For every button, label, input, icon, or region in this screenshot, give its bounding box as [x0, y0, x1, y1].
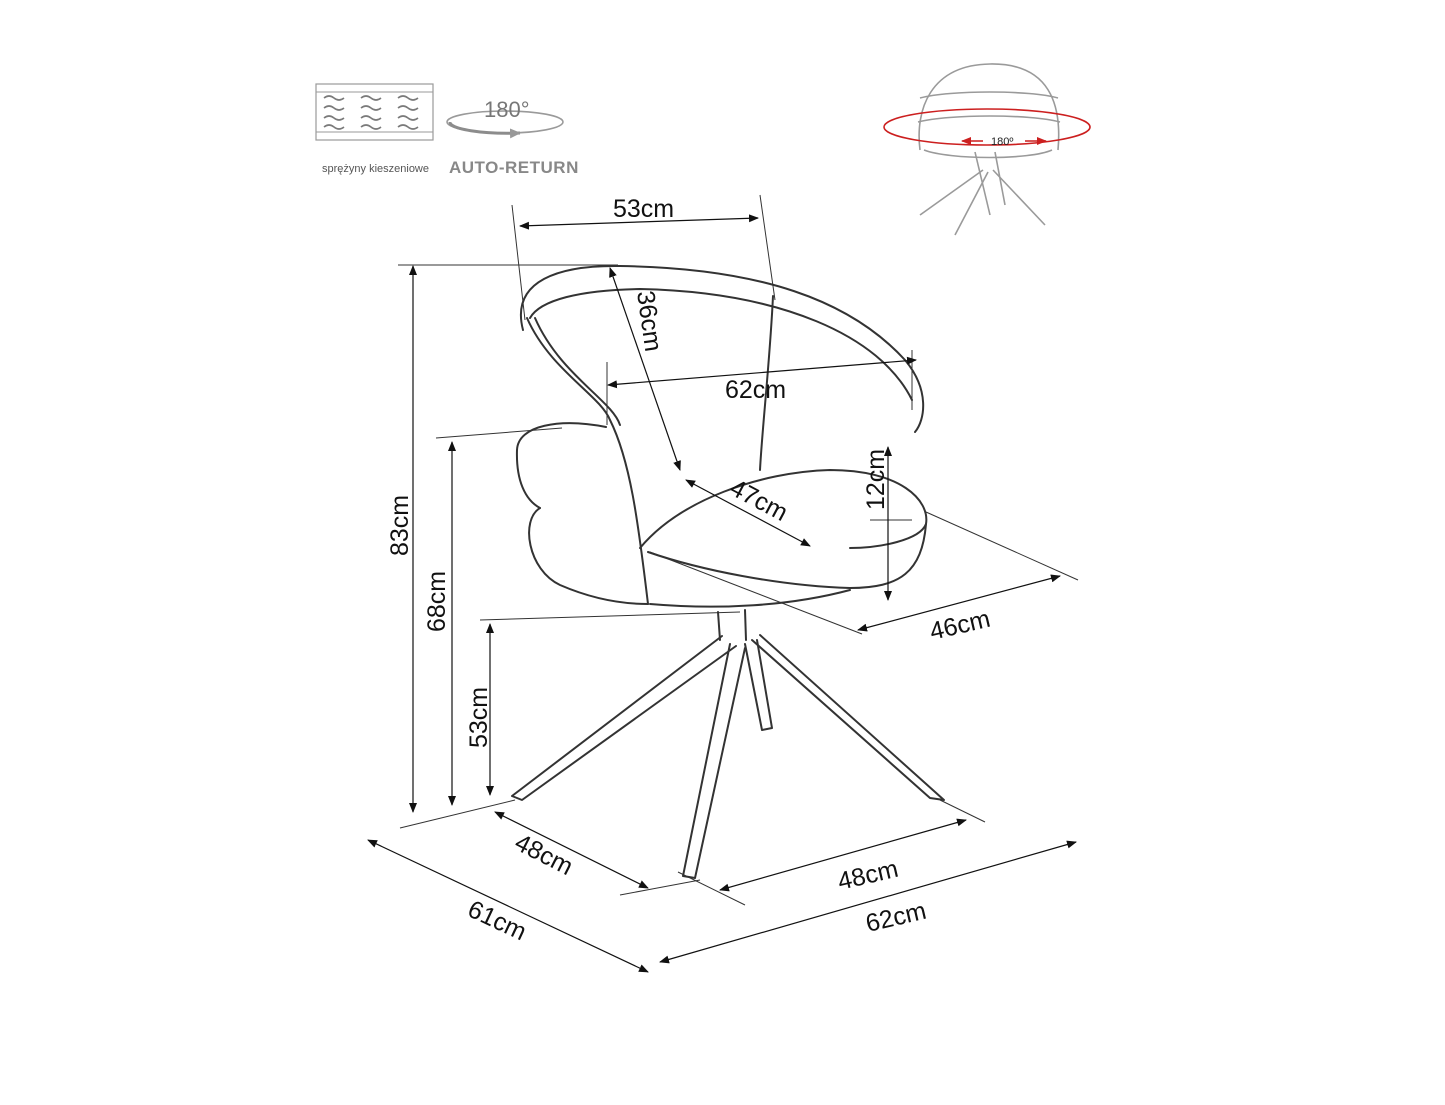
springs-caption: sprężyny kieszeniowe [322, 163, 429, 175]
dim-label-back-top-width: 53cm [613, 195, 674, 223]
extension-lines [398, 194, 1079, 906]
rotation-degrees-label: 180° [484, 97, 530, 122]
dim-label-seat-height: 53cm [465, 687, 493, 748]
auto-return-rotation-icon [446, 110, 564, 139]
dim-label-arm-height: 68cm [423, 571, 451, 632]
pocket-springs-icon [315, 83, 434, 141]
dimension-lines [367, 214, 1077, 973]
dim-line-back-top-width [519, 214, 759, 230]
swivel-chair-thumbnail [883, 63, 1091, 236]
swivel-degrees-label: 180º [991, 136, 1013, 148]
dim-line-arm-width [607, 356, 917, 389]
dim-line-seat-side [857, 574, 1061, 632]
dim-label-seat-thickness: 12cm [862, 449, 890, 510]
dim-label-total-height: 83cm [386, 495, 414, 556]
dim-label-total-depth: 61cm [463, 895, 530, 946]
dim-line-total-width [659, 840, 1077, 964]
dim-line-total-depth [367, 839, 649, 973]
dim-label-arm-width: 62cm [725, 376, 786, 404]
auto-return-label: AUTO-RETURN [449, 158, 579, 177]
dim-line-seat-depth [685, 479, 811, 547]
dim-label-total-width: 62cm [863, 897, 929, 938]
chair-outline [511, 264, 945, 879]
dim-label-leg-span-right: 48cm [835, 855, 901, 896]
dim-label-seat-side: 46cm [927, 605, 993, 646]
